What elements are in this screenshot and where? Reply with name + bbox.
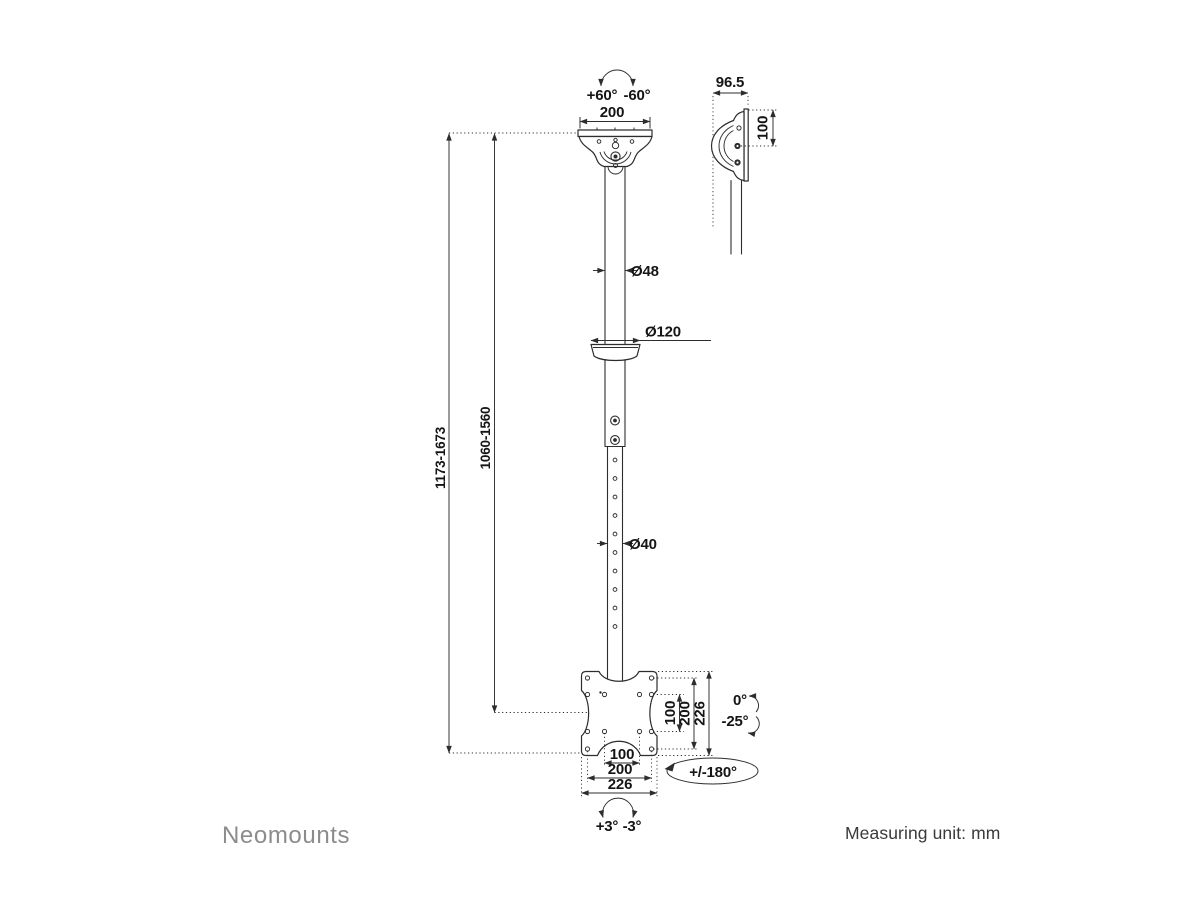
dim-vesa-h-outer: 226 [608, 776, 632, 793]
ceiling-mount-front-view [577, 127, 653, 175]
dim-vesa-h-mid: 200 [608, 761, 632, 778]
adjustment-holes [612, 457, 618, 629]
brand-logo: Neomounts [222, 822, 350, 849]
vesa-horizontal-dimensions: 100 200 226 [581, 733, 658, 797]
measuring-unit-note: Measuring unit: mm [845, 823, 1000, 843]
dim-tilt-up: 0° [733, 692, 747, 709]
dim-swivel-pos: +60° [587, 87, 618, 104]
dim-side-height: 100 [755, 116, 772, 140]
dim-cover-dia: Ø120 [645, 324, 681, 341]
dim-upper-pole-dia: Ø48 [631, 263, 659, 280]
locking-bolts [610, 415, 620, 445]
lower-pole-diameter-annotation: Ø40 [597, 536, 657, 553]
dim-level-pos: +3° [596, 818, 619, 835]
dim-vesa-h-inner: 100 [610, 746, 634, 763]
dim-vesa-v-inner: 100 [662, 701, 679, 725]
upper-pole-diameter-annotation: Ø48 [593, 263, 659, 280]
ceiling-mount-side-view: 96.5 100 [710, 74, 777, 255]
dim-tilt-down: -25° [722, 713, 749, 730]
pole [604, 165, 626, 682]
side-height-dimension: 100 [741, 109, 777, 147]
ceiling-cover-disc: Ø120 [590, 324, 711, 362]
dim-level-neg: -3° [623, 818, 642, 835]
dim-vesa-v-outer: 226 [692, 701, 709, 725]
level-adjust-annotation: +3° -3° [596, 797, 642, 835]
vesa-vertical-dimensions: 100 200 226 [653, 671, 713, 756]
rotation-annotation: +/-180° [664, 757, 759, 785]
dim-swivel-neg: -60° [624, 87, 651, 104]
vesa-plate [580, 670, 658, 757]
dim-pole-height: 1060-1560 [478, 407, 493, 470]
mount-width-dimension: 200 [579, 104, 651, 129]
tilt-annotation: 0° -25° [722, 692, 760, 738]
dim-total-height: 1173-1673 [433, 426, 448, 489]
dim-lower-pole-dia: Ø40 [629, 536, 657, 553]
height-dimension-lines: 1173-1673 1060-1560 [433, 132, 589, 754]
dim-mount-width: 200 [600, 104, 624, 121]
dim-rotation-range: +/-180° [689, 764, 737, 781]
dim-vesa-v-mid: 200 [677, 701, 694, 725]
swivel-annotation: +60° -60° [587, 69, 651, 104]
dim-side-depth: 96.5 [716, 74, 744, 91]
